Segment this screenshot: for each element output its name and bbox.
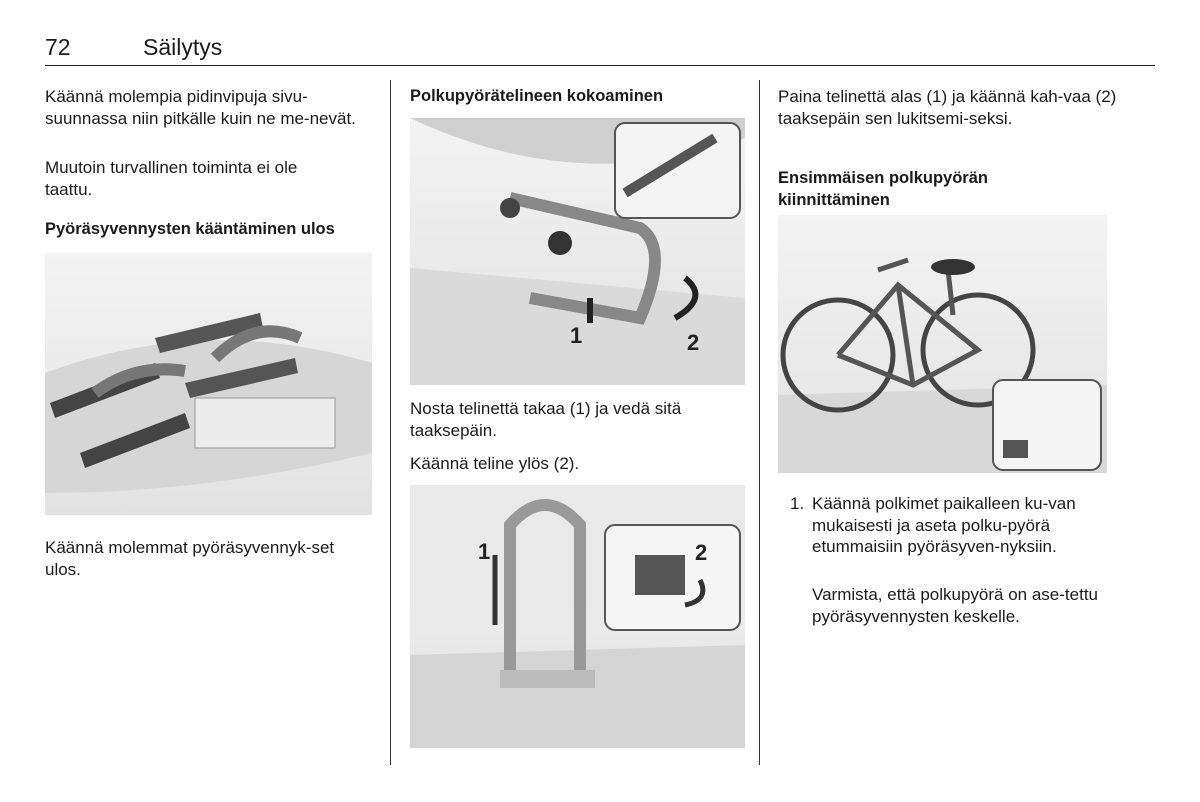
step-number: 1. [790,494,805,513]
page-number: 72 [45,34,71,60]
step-text: Käännä polkimet paikalleen ku-van mukais… [812,494,1076,556]
paragraph: Nosta telinettä takaa (1) ja vedä sitä t… [410,399,682,440]
column-divider [759,80,760,765]
column-divider [390,80,391,765]
callout-number: 1 [570,323,583,348]
callout-number: 2 [695,540,708,565]
paragraph: Käännä teline ylös (2). [410,454,580,473]
section-heading: Pyöräsyvennysten kääntäminen ulos [45,220,335,238]
illustration-wheel-trays-out [45,253,372,515]
illustration-first-bicycle [778,215,1107,473]
header-rule [45,65,1155,66]
illustration-rack-lock: 1 2 [410,485,745,748]
step-note: Varmista, että polkupyörä on ase-tettu p… [812,585,1099,626]
paragraph: Käännä molempia pidinvipuja sivu-suunnas… [45,87,356,128]
section-heading: Polkupyörätelineen kokoaminen [410,87,664,105]
section-heading: Ensimmäisen polkupyörän kiinnittäminen [778,169,988,209]
callout-number: 2 [687,330,700,355]
paragraph: Muutoin turvallinen toiminta ei ole taat… [45,158,298,199]
callout-number: 1 [478,539,491,564]
section-title: Säilytys [143,34,223,60]
illustration-rack-lift: 1 2 [410,118,745,385]
paragraph: Paina telinettä alas (1) ja käännä kah-v… [778,87,1117,128]
paragraph: Käännä molemmat pyöräsyvennyk-set ulos. [45,538,335,579]
